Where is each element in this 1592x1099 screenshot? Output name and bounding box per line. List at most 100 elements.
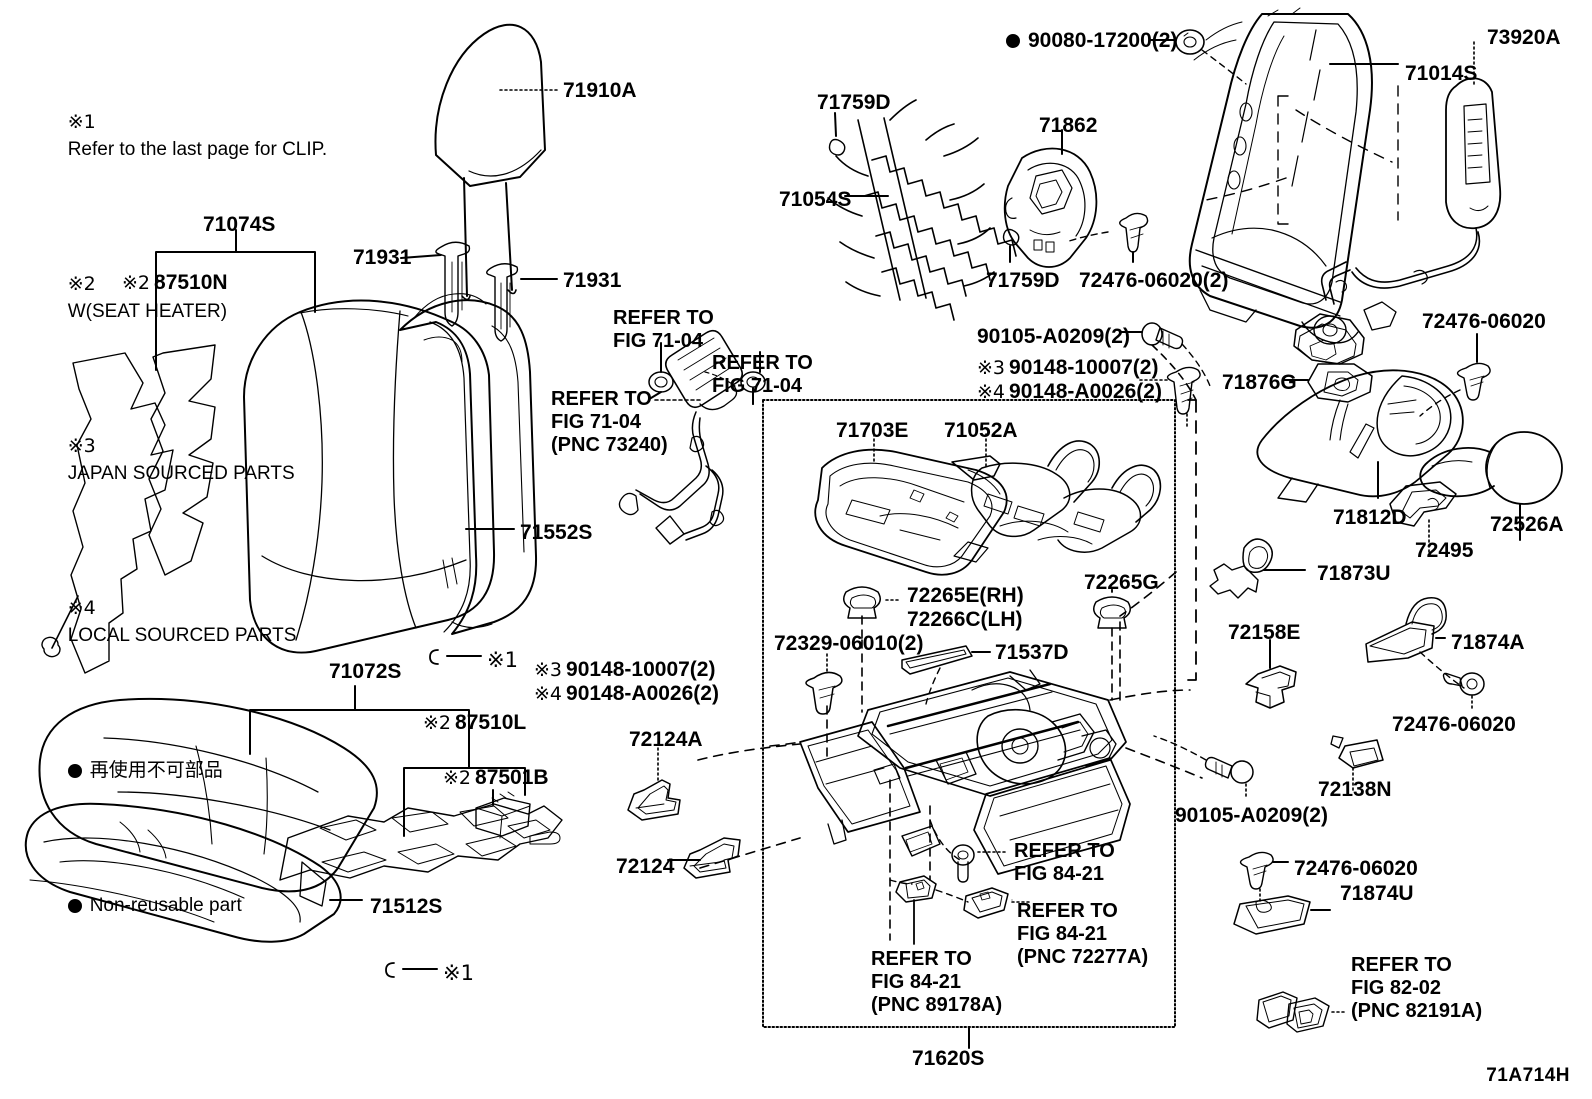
headrest-illustration [434, 23, 546, 301]
part-label-72124A: 72124A [629, 727, 703, 752]
refer-fig-71-04-c-line-0: REFER TO [551, 388, 652, 410]
part-label-72476-06020-c-text: 72476-06020 [1392, 713, 1516, 736]
part-label-72495-text: 72495 [1415, 539, 1474, 562]
part-label-71910A: 71910A [563, 78, 637, 103]
part-label-71072S: 71072S [329, 659, 401, 684]
part-label-72158E-text: 72158E [1228, 621, 1301, 644]
part-label-72329-06010-text: 72329-06010(2) [774, 632, 924, 655]
part-label-87510L-text: 87510L [455, 711, 527, 734]
clip-marker-2: ※1 [443, 961, 474, 985]
part-label-72329-06010: 72329-06010(2) [774, 631, 923, 656]
headrest-support-illustration [435, 241, 519, 342]
clip-71873U [1209, 538, 1273, 599]
seat-heater-controller-87501B [475, 791, 531, 839]
part-label-71759D-top: 71759D [817, 90, 891, 115]
clip-marker-1: ※1 [487, 648, 518, 672]
refer-fig-84-21-a-line-0: REFER TO [1014, 840, 1115, 862]
part-label-71873U-text: 71873U [1317, 562, 1391, 585]
part-label-71512S: 71512S [370, 894, 442, 919]
refer-fig-84-21-a-line-1: FIG 84-21 [1014, 863, 1105, 885]
part-label-72266C-LH: 72266C(LH) [907, 607, 1023, 632]
part-label-72265E-RH-text: 72265E(RH) [907, 584, 1024, 607]
legend-text-0: Refer to the last page for CLIP. [67, 139, 328, 160]
legend-text-3: LOCAL SOURCED PARTS [67, 625, 297, 646]
refer-fig-82-02-line-1: FIG 82-02 [1351, 977, 1442, 999]
legend-mark-2: ※3 [67, 435, 96, 457]
part-label-71910A-text: 71910A [563, 79, 637, 102]
part-label-72265G: 72265G [1084, 570, 1159, 595]
part-label-72265G-text: 72265G [1084, 571, 1159, 594]
part-label-71874U: 71874U [1340, 881, 1414, 906]
filled-circle-icon [67, 763, 82, 778]
legend-bullet-text-0: 再使用不可部品 [89, 759, 223, 781]
part-label-71014S-text: 71014S [1405, 62, 1478, 85]
part-label-72124-text: 72124 [616, 855, 675, 878]
clip-symbol-1 [429, 649, 482, 665]
screw-72476-06020-d [1239, 851, 1289, 905]
spring-pad-71052A [951, 440, 1162, 553]
cushion-frame-71703E [814, 448, 1008, 576]
filled-circle-icon-2 [67, 898, 82, 913]
legend-mark-1: ※2 [67, 273, 96, 295]
part-label-71759D-lower: 71759D [986, 268, 1060, 293]
legend-bullet-0: 再使用不可部品 [36, 730, 327, 811]
refer-fig-84-21-b-line-2: (PNC 72277A) [1017, 946, 1149, 968]
part-label-71931-right: 71931 [563, 268, 621, 293]
part-label-72138N: 72138N [1318, 777, 1392, 802]
bolt-fig-84-21-a [951, 844, 1009, 883]
refer-fig-82-02-line-2: (PNC 82191A) [1351, 1000, 1483, 1022]
part-label-90148-A0026-a-text: 90148-A0026(2) [1009, 380, 1162, 403]
part-label-71931-left: 71931 [353, 245, 411, 270]
part-label-71552S-text: 71552S [520, 521, 593, 544]
part-label-71873U: 71873U [1317, 561, 1391, 586]
knob-72526A [1419, 431, 1563, 505]
clip-71874U [1233, 895, 1311, 935]
clip-71759D-top [828, 112, 846, 156]
part-label-87501B-text: 87501B [475, 766, 549, 789]
screw-72329-06010 [805, 653, 843, 715]
part-label-90105-A0209-b-text: 90105-A0209(2) [1175, 804, 1328, 827]
part-label-71537D-text: 71537D [995, 641, 1069, 664]
legend-note-3: ※4 LOCAL SOURCED PARTS [36, 568, 327, 676]
part-label-71074S-text: 71074S [203, 213, 276, 236]
part-label-71703E: 71703E [836, 418, 908, 443]
legend-bullet-text-1: Non-reusable part [89, 895, 242, 916]
part-label-71874A-text: 71874A [1451, 631, 1525, 654]
grommet-72265G [1093, 587, 1131, 701]
part-label-71512S-text: 71512S [370, 895, 443, 918]
part-label-72266C-LH-text: 72266C(LH) [907, 608, 1023, 631]
part-label-72124A-text: 72124A [629, 728, 703, 751]
part-label-90148-10007-a-mark: ※3 [977, 357, 1006, 379]
part-label-90148-A0026-b-text: 90148-A0026(2) [566, 682, 719, 705]
refer-fig-71-04-a-line-1: FIG 71-04 [613, 330, 704, 352]
part-label-87510L-mark: ※2 [423, 712, 452, 734]
part-label-71052A: 71052A [944, 418, 1018, 443]
legend-mark-0: ※1 [67, 111, 96, 133]
part-label-73920A-text: 73920A [1487, 26, 1561, 49]
figure-id: 71A714H [1486, 1065, 1570, 1086]
part-label-71552S: 71552S [520, 520, 592, 545]
part-label-72476-06020-b-text: 72476-06020 [1422, 310, 1546, 333]
part-label-90148-10007-b-mark: ※3 [534, 659, 563, 681]
part-label-72158E: 72158E [1228, 620, 1300, 645]
part-label-72526A-text: 72526A [1490, 513, 1564, 536]
clip-72158E [1245, 665, 1297, 709]
part-label-87501B-mark: ※2 [443, 767, 472, 789]
bracket-72124A [627, 745, 681, 821]
part-label-71703E-text: 71703E [836, 419, 909, 442]
part-label-71052A-text: 71052A [944, 419, 1018, 442]
part-label-71537D: 71537D [995, 640, 1069, 665]
part-label-71931-right-text: 71931 [563, 269, 622, 292]
side-trim-73920A [1445, 77, 1502, 230]
part-label-72476-06020-d: 72476-06020 [1294, 856, 1418, 881]
